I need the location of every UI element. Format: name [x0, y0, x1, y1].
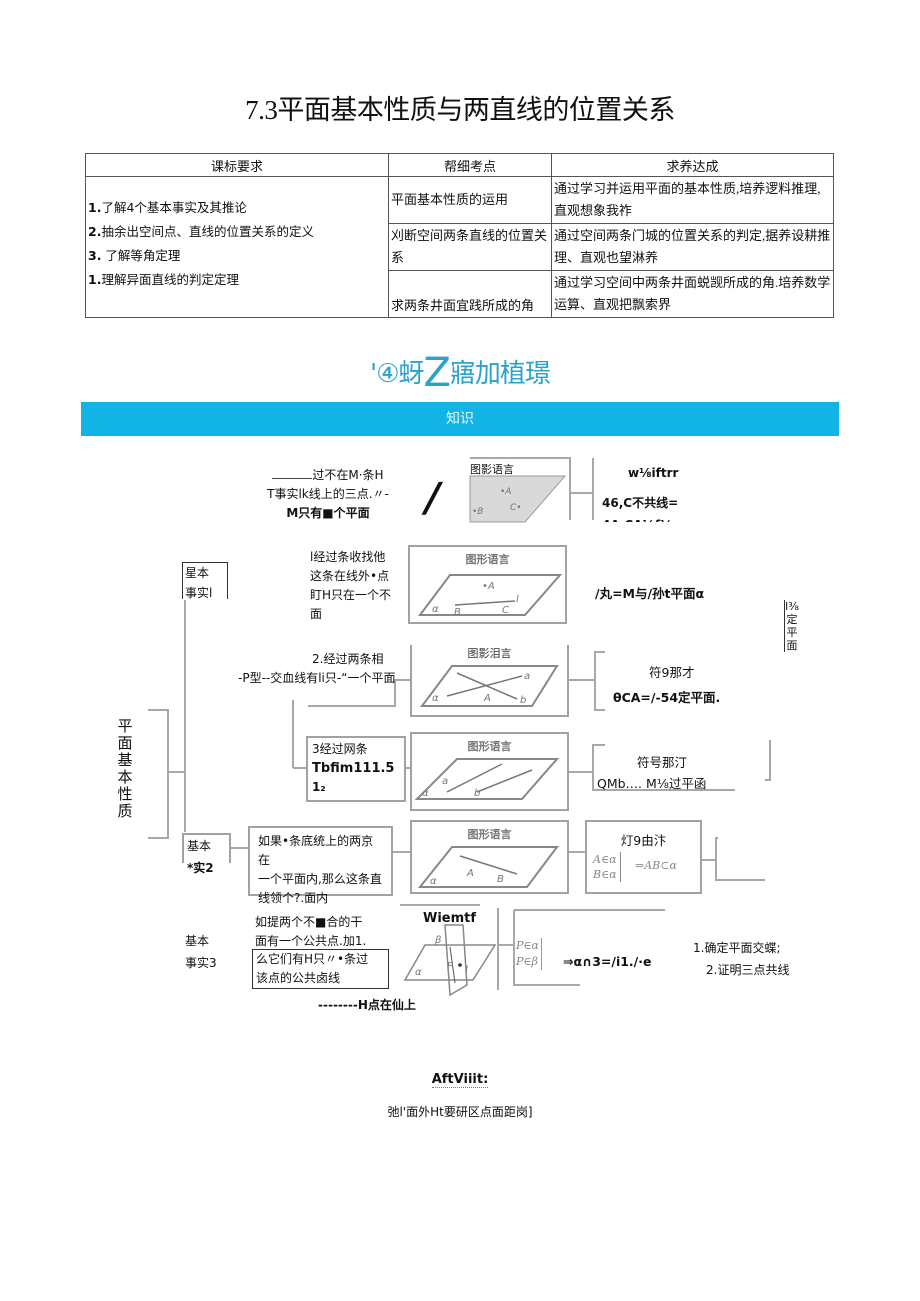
- requirement-item: 2.抽余出空间点、直线的位置关系的定义: [88, 224, 314, 239]
- fact2-statement: 如果•条底统上的两京在 一个平面内,那么这条直 线领个?.面内: [248, 826, 393, 905]
- key-point-cell: 平面基本性质的运用: [388, 176, 552, 224]
- corollary2-symbol: θCA=/-54定平面.: [613, 690, 721, 705]
- svg-text:•B: •B: [472, 507, 483, 517]
- table-header-row: 课标要求 帮细考点 求养达成: [85, 153, 834, 177]
- corollary2-statement: 2.经过两条相 -P型--交血线有li只-“一个平面: [238, 652, 396, 685]
- corollary2-symbol-title: 符9那才: [649, 665, 695, 680]
- fact1-symbol-title: w⅛iftrr: [628, 466, 679, 480]
- literacy-cell: 通过学习空间中两条井面蜕觊所成的角.培养数学运算、直观把飘索界: [551, 270, 834, 318]
- requirement-item: 3. 了解等角定理: [88, 248, 181, 263]
- page-title: 7.3平面基本性质与两直线的位置关系: [245, 95, 675, 125]
- key-point-cell: 求两条井面宜践所成的角: [388, 270, 552, 318]
- svg-text:α: α: [415, 967, 422, 978]
- table-row: 刈断空间两条直线的位置关系 通过空间两条门城的位置关系的判定,据养设耕推理、直观…: [86, 223, 834, 271]
- fact1-label: 星本 事实l: [182, 562, 228, 599]
- svg-text:a: a: [442, 776, 448, 787]
- fact1-plane-figure: •A •B C•: [469, 475, 567, 523]
- table-row: 求两条井面宜践所成的角 通过学习空间中两条井面蜕觊所成的角.培养数学运算、直观把…: [86, 270, 834, 318]
- corollary1-graphic-box: 图形语言 •A α B C l: [408, 545, 567, 624]
- knowledge-banner: 知识: [81, 402, 839, 436]
- svg-text:A: A: [466, 868, 474, 879]
- fact1-statement: 过不在M·条H T事实lk线上的三点.〃- M只有■个平面: [267, 468, 389, 520]
- fact2-plane-figure: α A B: [417, 846, 559, 888]
- svg-text:a: a: [524, 671, 530, 682]
- corollary1-plane-figure: •A α B C l: [418, 574, 563, 618]
- corollary1-statement: l经过条收找他 这条在线外•点 盯H只在一个不 面: [310, 550, 392, 621]
- fact3-note: --------H点在仙上: [318, 998, 416, 1012]
- svg-text:α: α: [432, 604, 439, 615]
- svg-text:A: A: [483, 693, 491, 704]
- fact3-statement-box: 么它们有H只〃•条过 该点的公共卤线: [252, 949, 389, 989]
- fact3-graphic-title: Wiemtf: [423, 911, 477, 926]
- corollary3-plane-figure: α a b: [414, 758, 560, 800]
- literacy-cell: 通过学习并运用平面的基本性质,培养逻料推理,直观想象我祚: [551, 176, 834, 224]
- fact2-symbol-premises: A∈α B∈α: [593, 852, 621, 882]
- footer-heading: AftViiit:: [431, 1072, 489, 1088]
- requirement-item: 1.理解异面直线的判定定理: [88, 272, 239, 287]
- fact2-symbol-box: 灯9由汴 A∈α B∈α ⇒AB⊂α: [585, 820, 702, 894]
- svg-text:α: α: [422, 788, 429, 799]
- fact3-intersecting-planes-figure: α β P l: [403, 924, 497, 997]
- fact3-label: 基本 事实3: [185, 934, 217, 970]
- fact1-symbol-text: 46,C不共线= 4A,CA⅛f⅛r: [602, 496, 679, 522]
- table-row: 1.了解4个基本事实及其推论 2.抽余出空间点、直线的位置关系的定义 3. 了解…: [85, 176, 834, 318]
- header-literacy: 求养达成: [551, 153, 834, 177]
- fact3-uses: 1.确定平面交蝶; 2.证明三点共线: [693, 941, 790, 977]
- fact2-graphic-box: 图形语言 α A B: [410, 820, 569, 894]
- section-heading: '④蚜Z寤加植璟: [370, 350, 551, 396]
- literacy-cell: 通过空间两条门城的位置关系的判定,据养设耕推理、直观也望淋养: [551, 223, 834, 271]
- svg-text:l: l: [465, 965, 468, 976]
- fact3-symbol-conclusion: ⇒α∩3=/i1./·e: [563, 954, 652, 969]
- svg-text:l: l: [516, 594, 519, 605]
- root-label: 平面基本性质: [117, 717, 133, 820]
- corollary3-symbol: QMb…. M⅛过平函: [597, 776, 707, 791]
- requirement-item: 1.了解4个基本事实及其推论: [88, 200, 247, 215]
- corollary1-symbol: /丸=M与/孙t平面α: [595, 586, 705, 601]
- fact3-statement: 如提两个不■合的干 面有一个公共点.加1.: [255, 915, 367, 948]
- fact2-symbol-conclusion: ⇒AB⊂α: [635, 859, 677, 872]
- svg-text:B: B: [454, 607, 461, 618]
- svg-text:P: P: [447, 961, 454, 972]
- svg-text:α: α: [430, 876, 437, 887]
- corollary3-symbol-title: 符号那汀: [637, 755, 688, 770]
- corollary1-side-note: l⅜定平面: [784, 600, 799, 652]
- header-requirements: 课标要求: [85, 153, 389, 177]
- svg-text:C•: C•: [510, 503, 522, 513]
- svg-text:B: B: [497, 874, 504, 885]
- requirements-cell: 1.了解4个基本事实及其推论 2.抽余出空间点、直线的位置关系的定义 3. 了解…: [85, 176, 389, 318]
- fact2-label: 基本 *实2: [182, 833, 231, 875]
- fact1-graphic-caption: 图影语言: [470, 463, 514, 476]
- svg-text:b: b: [474, 788, 480, 799]
- svg-text:C: C: [502, 605, 509, 616]
- fact3-symbol-premises: P∈α P∈β: [516, 938, 542, 970]
- svg-text:β: β: [434, 935, 442, 946]
- corollary2-graphic-box: 图影泪言 α A a b: [410, 645, 569, 717]
- svg-text:b: b: [520, 695, 526, 706]
- svg-text:α: α: [432, 693, 439, 704]
- key-point-cell: 刈断空间两条直线的位置关系: [388, 223, 552, 271]
- footer-text: 弛l'面外Ht要研区点面距岗]: [387, 1105, 533, 1119]
- svg-text:•A: •A: [500, 487, 511, 497]
- corollary3-statement: 3经过网条 Tbfim111.5 1₂: [306, 736, 406, 802]
- svg-text:•A: •A: [482, 581, 495, 592]
- corollary3-graphic-box: 图形语言 α a b: [410, 732, 569, 811]
- corollary2-plane-figure: α A a b: [420, 665, 559, 707]
- standards-table: 课标要求 帮细考点 求养达成 1.了解4个基本事实及其推论 2.抽余出空间点、直…: [85, 153, 834, 318]
